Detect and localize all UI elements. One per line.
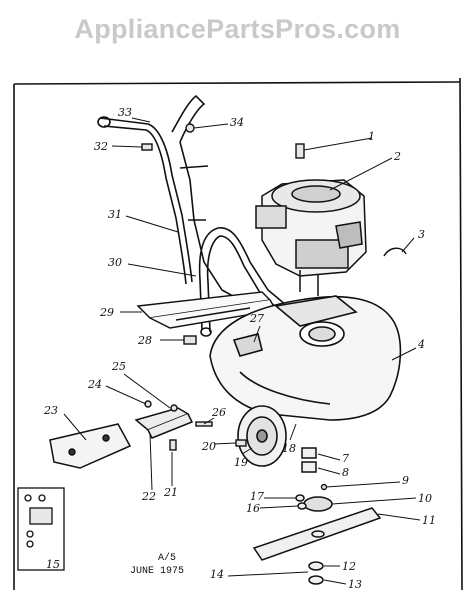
callout-2: 2 bbox=[393, 150, 401, 163]
callout-24: 24 bbox=[87, 378, 102, 391]
callout-11: 11 bbox=[422, 514, 436, 527]
leader-lines bbox=[63, 117, 421, 585]
callout-32: 32 bbox=[94, 140, 108, 153]
callout-9: 9 bbox=[402, 474, 409, 487]
rear-wheel bbox=[237, 405, 287, 467]
callout-29: 29 bbox=[99, 306, 114, 319]
callout-3: 3 bbox=[418, 228, 425, 241]
inset-box bbox=[17, 487, 65, 571]
callout-14: 14 bbox=[210, 568, 224, 581]
callout-13: 13 bbox=[348, 578, 362, 591]
callout-26: 26 bbox=[211, 406, 226, 419]
callout-8: 8 bbox=[342, 466, 349, 479]
callout-7: 7 bbox=[342, 452, 349, 465]
callout-21: 21 bbox=[163, 486, 178, 499]
callout-25: 25 bbox=[111, 360, 126, 373]
engine bbox=[255, 179, 367, 296]
upper-handle bbox=[97, 94, 241, 301]
diagram-frame bbox=[13, 77, 463, 591]
callout-15: 15 bbox=[46, 558, 60, 571]
callout-22: 22 bbox=[141, 490, 156, 503]
callout-12: 12 bbox=[342, 560, 356, 573]
callout-20: 20 bbox=[201, 440, 216, 453]
callout-16: 16 bbox=[246, 502, 260, 515]
callout-31: 31 bbox=[108, 208, 122, 221]
callout-23: 23 bbox=[43, 404, 58, 417]
callout-10: 10 bbox=[418, 492, 432, 505]
footer-code: A/5 bbox=[158, 553, 177, 564]
callout-labels: 1 2 3 4 7 8 9 10 11 12 13 14 15 16 17 18… bbox=[43, 106, 436, 591]
callout-28: 28 bbox=[137, 334, 152, 347]
callout-19: 19 bbox=[234, 456, 248, 469]
callout-33: 33 bbox=[118, 106, 132, 119]
watermark-logo: AppliancePartsPros.com bbox=[74, 14, 401, 44]
callout-34: 34 bbox=[230, 116, 244, 129]
callout-18: 18 bbox=[282, 442, 296, 455]
wheel-bracket bbox=[134, 407, 194, 439]
callout-30: 30 bbox=[108, 256, 122, 269]
handle-bracket-plate bbox=[136, 291, 278, 329]
footer-date: JUNE 1975 bbox=[130, 566, 185, 577]
callout-4: 4 bbox=[417, 338, 425, 351]
discharge-deflector bbox=[49, 423, 132, 469]
callout-1: 1 bbox=[368, 130, 375, 143]
deck-housing bbox=[209, 295, 402, 421]
blade-assembly bbox=[252, 447, 382, 585]
lower-handle bbox=[198, 227, 293, 337]
callout-17: 17 bbox=[250, 490, 264, 503]
callout-27: 27 bbox=[249, 312, 264, 325]
